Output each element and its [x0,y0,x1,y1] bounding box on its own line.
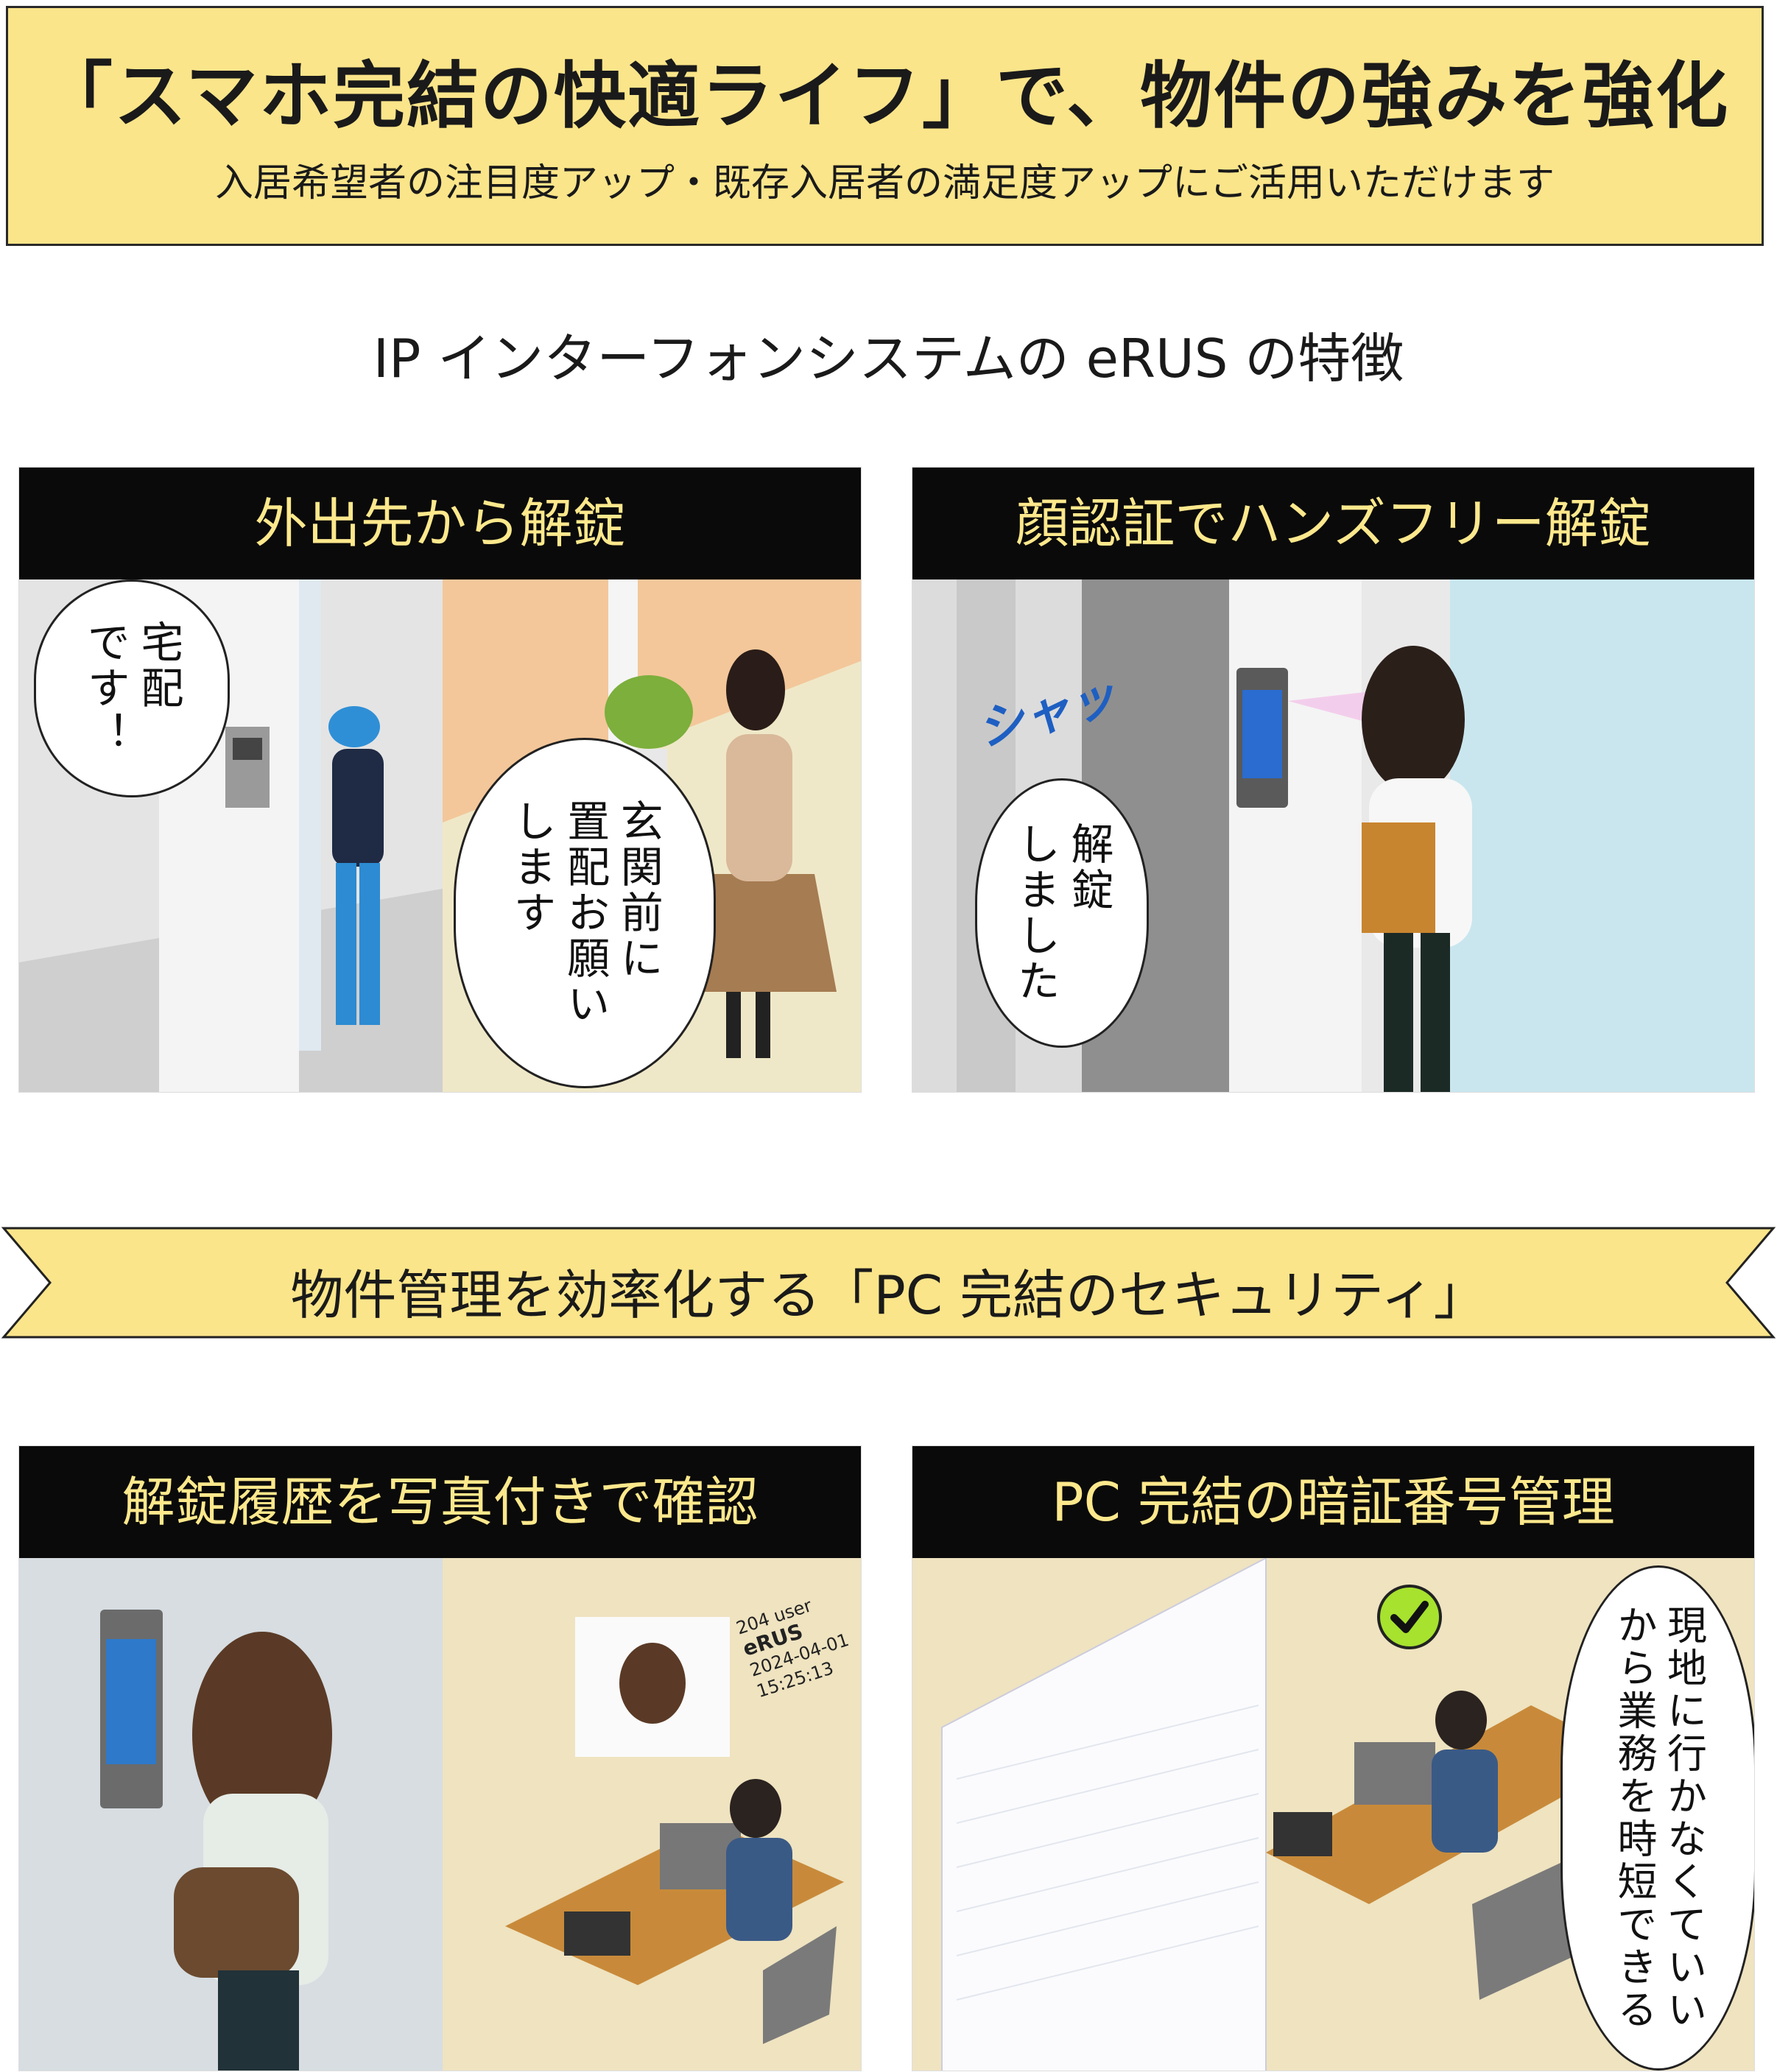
top-banner: 「スマホ完結の快適ライフ」で、物件の強みを強化 入居希望者の注目度アップ・既存入… [6,6,1764,246]
scene-unlock-history: 204 user eRUS 2024-04-01 15:25:13 [19,1558,861,2071]
bubble-text: 現地に行かなくていい から業務を時短できる [1611,1604,1707,2032]
panel-title: 解錠履歴を写真付きで確認 [19,1446,861,1558]
bubble-text: 解錠 しました [1010,822,1114,1004]
panel-unlock-history: 解錠履歴を写真付きで確認 204 user eRUS 2024-04-01 15… [18,1445,862,2071]
panel-face-recognition: 顔認証でハンズフリー解錠 シャッ 解錠 しました [912,467,1755,1093]
ribbon-banner [1,1227,1776,1339]
section-heading: IP インターフォンシステムの eRUS の特徴 [373,328,1404,390]
speech-bubble-unlocked: 解錠 しました [975,778,1149,1048]
bubble-text: 宅配 です！ [80,620,184,757]
scene-remote-unlock: 宅配 です！ 玄関前に 置配お願い します [19,579,861,1092]
panel-remote-unlock: 外出先から解錠 [18,467,862,1093]
check-icon [1377,1585,1442,1649]
subtitle: 入居希望者の注目度アップ・既存入居者の満足度アップにご活用いただけます [215,161,1555,205]
thought-bubble-manager: 現地に行かなくていい から業務を時短できる [1560,1565,1754,2071]
speech-bubble-resident: 玄関前に 置配お願い します [454,738,716,1088]
speech-bubble-delivery: 宅配 です！ [34,579,230,797]
bubble-text: 玄関前に 置配お願い します [506,799,664,1027]
main-title: 「スマホ完結の快適ライフ」で、物件の強みを強化 [40,54,1730,138]
scene-face-recognition: シャッ 解錠 しました [912,579,1754,1092]
panel-title: 顔認証でハンズフリー解錠 [912,468,1754,579]
panel-pin-management: PC 完結の暗証番号管理 現地に行かなくていい から業務 [912,1445,1755,2071]
ribbon-text: 物件管理を効率化する「PC 完結のセキュリティ」 [290,1264,1487,1326]
panel-title: 外出先から解錠 [19,468,861,579]
panel-title: PC 完結の暗証番号管理 [912,1446,1754,1558]
scene-pin-management: 現地に行かなくていい から業務を時短できる [912,1557,1754,2071]
illustration-history [19,1558,861,2071]
